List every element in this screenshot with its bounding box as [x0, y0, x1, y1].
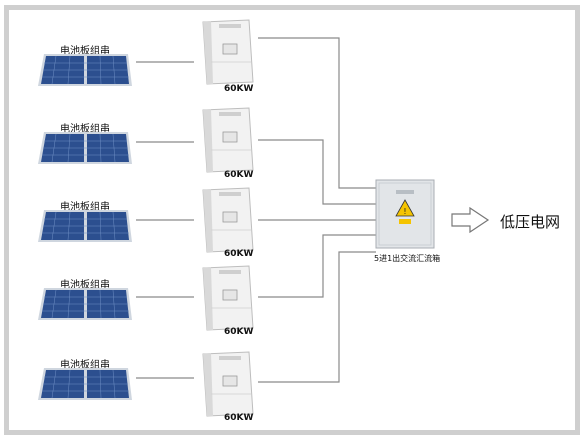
inverter-rating: 60KW [224, 249, 254, 259]
inverter-rating: 60KW [224, 170, 254, 180]
solar-panel-icon [38, 210, 132, 242]
combiner-box-icon: ! [375, 179, 435, 249]
inverter-rating: 60KW [224, 327, 254, 337]
grid-label: 低压电网 [500, 213, 561, 231]
solar-string-label: 电池板组串 [60, 46, 110, 57]
solar-string-label: 电池板组串 [60, 202, 110, 213]
solar-panel-icon [38, 54, 132, 86]
wire-inverter-1 [258, 37, 376, 189]
inverter-rating: 60KW [224, 84, 254, 94]
solar-string-label: 电池板组串 [60, 280, 110, 291]
output-arrow [451, 206, 490, 234]
svg-text:!: ! [403, 207, 406, 216]
inverter-icon [202, 19, 254, 85]
solar-string-label: 电池板组串 [60, 360, 110, 371]
inverter-icon [202, 187, 254, 253]
wire-inverter-2 [258, 139, 376, 205]
inverter-rating: 60KW [224, 413, 254, 423]
solar-panel-icon [38, 132, 132, 164]
inverter-icon [202, 265, 254, 331]
wire-inverter-5 [258, 251, 376, 383]
diagram-frame [4, 5, 580, 435]
wire-inverter-4 [258, 234, 376, 298]
combiner-label: 5进1出交流汇流箱 [374, 254, 441, 263]
inverter-icon [202, 351, 254, 417]
inverter-icon [202, 107, 254, 173]
solar-panel-icon [38, 368, 132, 400]
solar-string-label: 电池板组串 [60, 124, 110, 135]
solar-panel-icon [38, 288, 132, 320]
